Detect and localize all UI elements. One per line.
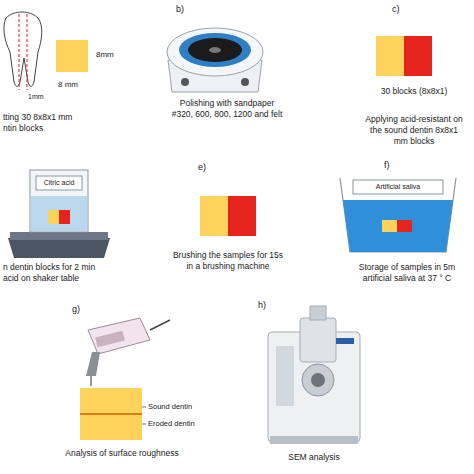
panel-letter: c) [392,4,400,16]
sound-dentin-half [376,36,404,76]
shaker-beaker [8,170,110,258]
step-caption: SEM analysis [274,452,354,463]
step-caption: Polishing with sandpaper #320, 600, 800,… [170,98,284,120]
sample-surface [80,388,142,440]
sound-dentin-half [200,196,228,236]
panel-letter: g) [72,304,80,316]
step-caption: tting 30 8x8x1 mm ntin blocks [3,112,87,134]
step-caption: Brushing the samples for 15s in a brushi… [172,250,284,272]
profilometer [86,318,170,386]
dimension-label: 8mm [96,50,114,60]
dimension-label: 8 mm [58,80,78,90]
step-caption: Storage of samples in 5m artificial sali… [352,262,462,284]
beaker-label: Citric acid [38,178,80,187]
region-label: Sound dentin [148,402,192,412]
eroded-half [228,196,256,236]
block-label: 30 blocks (8x8x1) [362,86,466,97]
dimension-label: 1mm [28,92,44,101]
polishing-machine [167,28,263,92]
region-label: Eroded dentin [148,419,195,429]
panel-letter: f) [384,160,390,172]
beaker-label: Artificial saliva [355,182,441,191]
sem-machine [268,306,360,444]
saliva-beaker [340,178,456,252]
varnish-half [404,36,432,76]
leader-line [142,407,146,408]
panel-letter: h) [258,300,266,312]
step-caption: Applying acid-resistant on the sound den… [362,114,466,147]
step-caption: n dentin blocks for 2 min acid on shaker… [3,262,103,284]
step-caption: Analysis of surface roughness [52,448,192,459]
tooth-sketch [4,12,42,90]
profile-line [80,413,142,415]
panel-letter: e) [198,162,206,174]
leader-line [142,424,146,425]
dentin-block [56,40,88,72]
panel-letter: b) [176,4,184,16]
